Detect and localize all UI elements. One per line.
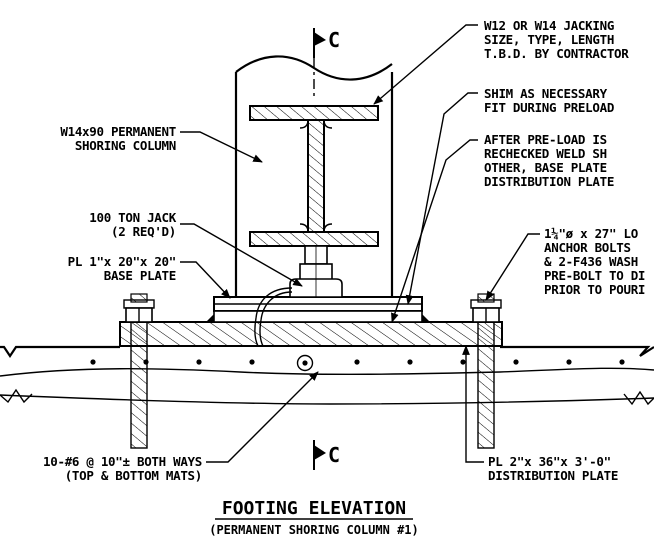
centerline-label-top: C bbox=[328, 28, 340, 52]
anchor-label-5: PRIOR TO POURI bbox=[544, 282, 645, 297]
hydraulic-jack bbox=[254, 245, 343, 347]
jacking-column bbox=[234, 55, 394, 297]
leader-lines bbox=[180, 24, 540, 463]
annotation-preload: AFTER PRE-LOAD IS RECHECKED WELD SH OTHE… bbox=[484, 132, 614, 189]
annotation-anchor-bolts: 1¼"ø x 27" LO ANCHOR BOLTS & 2-F436 WASH… bbox=[544, 226, 645, 297]
anchor-bolt-right bbox=[470, 293, 502, 449]
dist-plate-label-2: DISTRIBUTION PLATE bbox=[488, 468, 618, 483]
preload-label-3: OTHER, BASE PLATE bbox=[484, 160, 607, 175]
drawing-subtitle: (PERMANENT SHORING COLUMN #1) bbox=[209, 523, 419, 537]
preload-label-4: DISTRIBUTION PLATE bbox=[484, 174, 614, 189]
centerline-symbol-bottom: C bbox=[313, 440, 340, 470]
annotation-rebar: 10-#6 @ 10"± BOTH WAYS (TOP & BOTTOM MAT… bbox=[43, 454, 202, 483]
jacking-label-2: SIZE, TYPE, LENGTH bbox=[484, 32, 614, 47]
base-plate-label-1: PL 1"x 20"x 20" bbox=[68, 254, 176, 269]
anchor-label-4: PRE-BOLT TO DI bbox=[544, 268, 645, 283]
annotation-base-plate: PL 1"x 20"x 20" BASE PLATE bbox=[68, 254, 177, 283]
jack-label-1: 100 TON JACK bbox=[89, 210, 176, 225]
anchor-label-3: & 2-F436 WASH bbox=[544, 254, 638, 269]
dist-plate-label-1: PL 2"x 36"x 3'-0" bbox=[488, 454, 611, 469]
base-plate bbox=[206, 296, 430, 323]
annotation-column: W14x90 PERMANENT SHORING COLUMN bbox=[60, 124, 176, 153]
annotation-shim: SHIM AS NECESSARY FIT DURING PRELOAD bbox=[484, 86, 614, 115]
rebar-label-2: (TOP & BOTTOM MATS) bbox=[65, 468, 202, 483]
preload-label-2: RECHECKED WELD SH bbox=[484, 146, 607, 161]
jacking-label-1: W12 OR W14 JACKING bbox=[484, 18, 614, 33]
concrete-footing bbox=[0, 345, 654, 406]
jacking-label-3: T.B.D. BY CONTRACTOR bbox=[484, 46, 629, 61]
annotation-jacking-column: W12 OR W14 JACKING SIZE, TYPE, LENGTH T.… bbox=[484, 18, 630, 61]
column-label-2: SHORING COLUMN bbox=[75, 138, 176, 153]
drawing-title-block: FOOTING ELEVATION (PERMANENT SHORING COL… bbox=[209, 498, 419, 537]
rebar-dots bbox=[90, 354, 625, 372]
anchor-label-2: ANCHOR BOLTS bbox=[544, 240, 631, 255]
preload-label-1: AFTER PRE-LOAD IS bbox=[484, 132, 607, 147]
distribution-plate bbox=[119, 321, 503, 347]
annotation-jack: 100 TON JACK (2 REQ'D) bbox=[89, 210, 177, 239]
anchor-label-1: 1¼"ø x 27" LO bbox=[544, 226, 638, 241]
jack-label-2: (2 REQ'D) bbox=[111, 224, 176, 239]
anchor-bolt-left bbox=[123, 293, 155, 449]
drawing-title: FOOTING ELEVATION bbox=[222, 498, 406, 519]
annotation-distribution-plate: PL 2"x 36"x 3'-0" DISTRIBUTION PLATE bbox=[488, 454, 618, 483]
shim-label-1: SHIM AS NECESSARY bbox=[484, 86, 608, 101]
rebar-label-1: 10-#6 @ 10"± BOTH WAYS bbox=[43, 454, 202, 469]
shim-label-2: FIT DURING PRELOAD bbox=[484, 100, 614, 115]
column-label-1: W14x90 PERMANENT bbox=[60, 124, 176, 139]
w14x90-section bbox=[249, 105, 379, 247]
centerline-symbol-top: C bbox=[313, 28, 340, 58]
base-plate-label-2: BASE PLATE bbox=[104, 268, 176, 283]
centerline-label-bottom: C bbox=[328, 443, 340, 467]
